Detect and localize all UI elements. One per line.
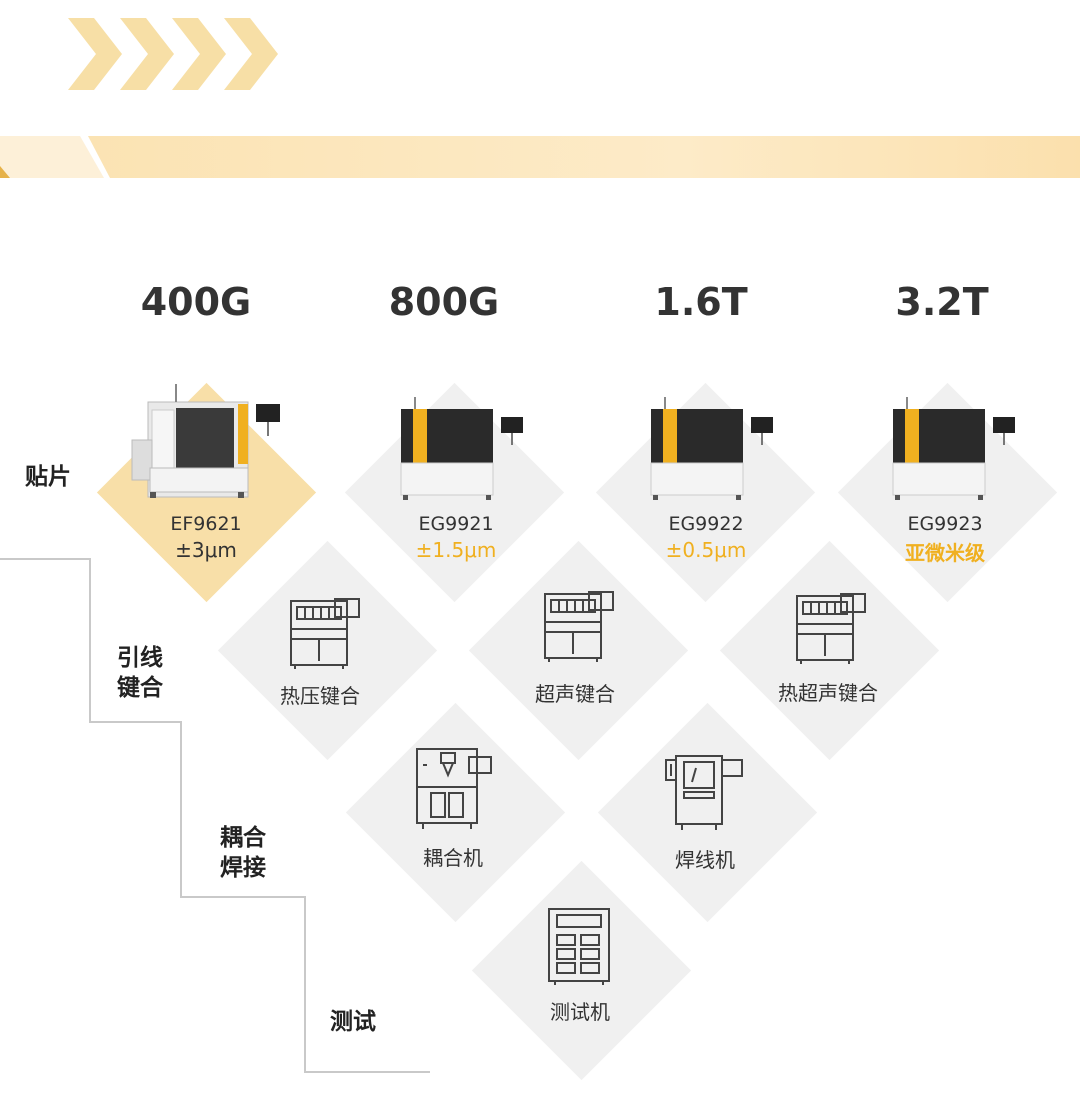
precision-eg9921: ±1.5μm	[415, 538, 497, 562]
thermosonic-bonder-icon	[796, 593, 866, 664]
category-coupling-line2: 焊接	[220, 855, 266, 881]
precision-eg9922: ±0.5μm	[665, 538, 747, 562]
model-eg9923: EG9923	[907, 513, 983, 535]
label-wire-welder: 焊线机	[675, 848, 735, 872]
category-wire-bonding-line1: 引线	[117, 645, 163, 671]
test-machine-icon	[548, 908, 610, 985]
label-tester: 测试机	[550, 1000, 610, 1024]
coupling-machine-icon	[416, 748, 492, 829]
speed-400g: 400G	[140, 280, 252, 324]
header-banner	[0, 136, 1080, 178]
precision-eg9923: 亚微米级	[905, 541, 985, 565]
label-coupler: 耦合机	[423, 846, 483, 870]
model-eg9921: EG9921	[418, 513, 494, 535]
speed-3-2t: 3.2T	[895, 280, 989, 324]
wire-welding-machine-icon	[665, 755, 743, 830]
machine-ef9621-image	[131, 384, 280, 498]
label-thermosonic: 热超声键合	[778, 681, 878, 705]
category-placement: 贴片	[25, 464, 71, 490]
label-thermocompression: 热压键合	[280, 684, 360, 708]
speed-800g: 800G	[388, 280, 500, 324]
model-ef9621: EF9621	[170, 513, 242, 535]
category-wire-bonding: 引线 键合	[117, 643, 163, 703]
machine-eg9922-image	[650, 397, 773, 500]
category-coupling-line1: 耦合	[220, 825, 266, 851]
chevron-arrows-icon	[68, 18, 278, 90]
category-coupling: 耦合 焊接	[220, 823, 266, 883]
speed-1-6t: 1.6T	[654, 280, 748, 324]
category-testing: 测试	[330, 1009, 376, 1035]
machine-eg9921-image	[400, 397, 523, 500]
precision-ef9621: ±3μm	[175, 538, 237, 562]
label-ultrasonic: 超声键合	[535, 682, 615, 706]
model-eg9922: EG9922	[668, 513, 744, 535]
thermocompression-bonder-icon	[290, 598, 360, 669]
ultrasonic-bonder-icon	[544, 591, 614, 662]
machine-eg9923-image	[892, 397, 1015, 500]
category-wire-bonding-line2: 键合	[117, 675, 163, 701]
